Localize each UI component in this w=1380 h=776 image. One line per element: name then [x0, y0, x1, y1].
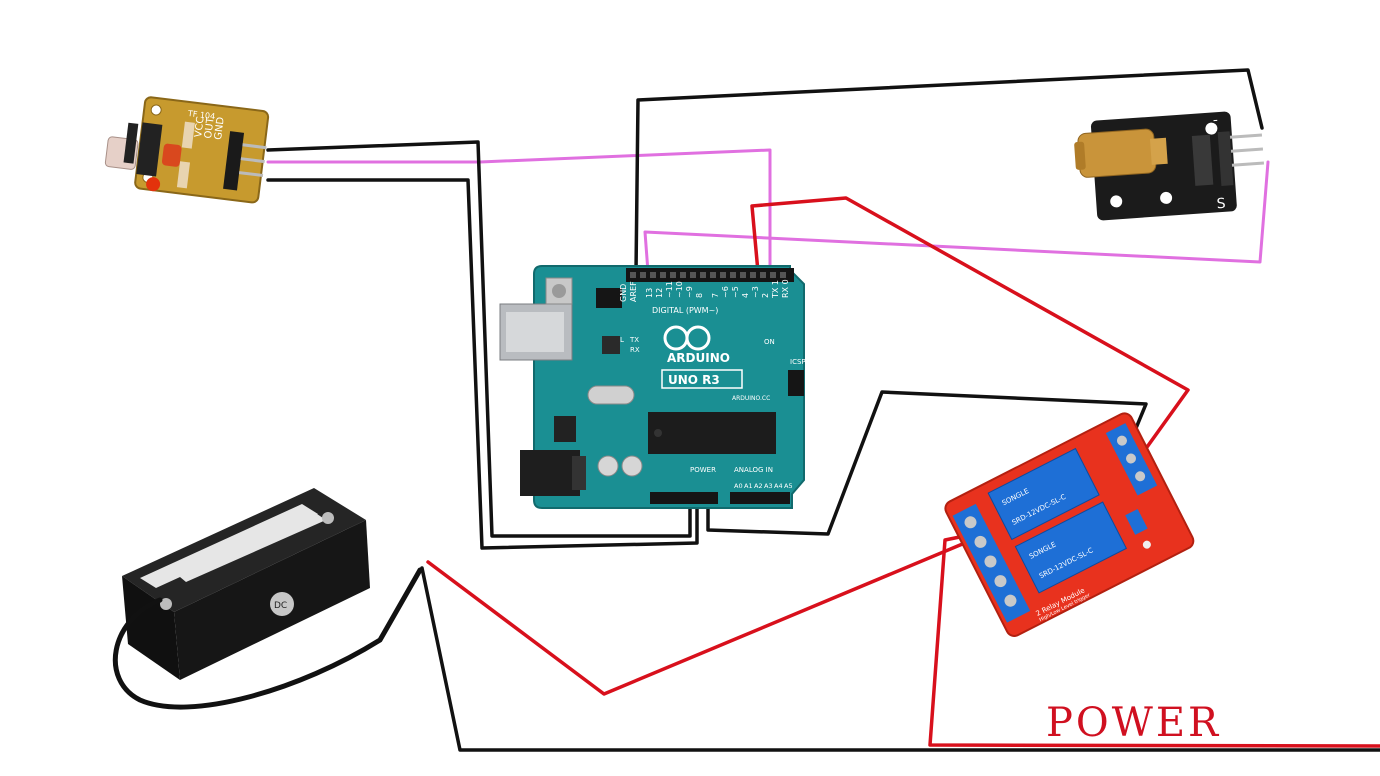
pin-label-7: 7: [711, 293, 720, 298]
pin-label-13: 13: [645, 288, 654, 298]
pin-label-a2: A2: [754, 482, 763, 490]
lock-front: [122, 576, 180, 680]
receiver-code: TF 104: [186, 109, 215, 121]
pin-label-a1: A1: [744, 482, 753, 490]
crystal: [587, 385, 635, 405]
tx-label: TX: [629, 336, 639, 344]
relay-1: [987, 447, 1100, 541]
digital-label: DIGITAL (PWM~): [652, 306, 718, 315]
l-label: L: [620, 336, 624, 344]
pin-label-aref: AREF: [629, 281, 638, 302]
pin-label-10: ~10: [675, 281, 684, 298]
pin-label-8: 8: [695, 293, 704, 298]
pin-label-5: ~5: [731, 286, 740, 298]
lock-logo: [270, 592, 294, 616]
pin-label-a3: A3: [764, 482, 773, 490]
ir-receiver-module: VCC OUT GND TF 104: [104, 96, 270, 204]
pin-label-a5: A5: [784, 482, 793, 490]
wire-red-arduino-relay: [750, 196, 1190, 470]
icsp-label: ICSP: [790, 358, 806, 366]
wire-black-arduino-relay: [706, 390, 1148, 536]
laser-pin-s: S: [1216, 196, 1226, 213]
receiver-pin-gnd: GND: [213, 116, 227, 140]
capacitor: [621, 455, 643, 477]
pin-label-2: 2: [761, 293, 770, 298]
receiver-pin-vcc: VCC: [193, 116, 206, 138]
wire-black-receiver-vcc: [266, 140, 692, 538]
lock-logo-text: DC: [274, 601, 287, 611]
power-header: [650, 492, 718, 504]
dc-jack: [520, 450, 580, 496]
laser-head: [1077, 128, 1157, 178]
pin-label-11: ~11: [665, 281, 674, 298]
pin-label-a4: A4: [774, 482, 783, 490]
electromagnetic-lock: DC: [112, 488, 423, 710]
lock-cable: [112, 567, 423, 710]
relay-2: [1014, 501, 1128, 594]
pin-label-4: 4: [741, 293, 750, 298]
relay-module: SONGLE SRD-12VDC-SL-C SONGLE SRD-12VDC-S…: [944, 412, 1195, 637]
wire-black-lock-power: [420, 566, 1380, 752]
receiver-led: [146, 177, 161, 192]
arduino-site: ARDUINO.CC: [732, 395, 770, 402]
power-label: POWER: [690, 466, 716, 474]
pin-label-tx1: TX 1: [771, 280, 780, 299]
analog-label: ANALOG IN: [734, 466, 773, 474]
pin-label-12: 12: [655, 288, 664, 298]
receiver-pin-out: OUT: [203, 116, 217, 139]
on-label: ON: [764, 338, 775, 346]
analog-header: [730, 492, 790, 504]
capacitor: [597, 455, 619, 477]
wire-pink-laser-signal: [643, 160, 1270, 274]
laser-transmitter-module: S -: [1074, 111, 1265, 221]
pin-label-9: ~9: [685, 286, 694, 298]
pin-label-rx0: RX 0: [781, 279, 790, 298]
wire-black-receiver-gnd: [266, 178, 699, 550]
arduino-model: UNO R3: [668, 373, 720, 387]
pin-label-3: ~3: [751, 286, 760, 298]
pin-label-gnd: GND: [619, 284, 628, 302]
pin-label-a0: A0: [734, 482, 743, 490]
power-label: POWER: [1046, 700, 1222, 746]
laser-pin-minus: -: [1212, 112, 1218, 128]
wires: [266, 68, 1380, 752]
pin-label-6: ~6: [721, 286, 730, 298]
arduino-logo: [663, 325, 711, 351]
arduino-uno: GND AREF 13 12 ~11 ~10 ~9 8 7 ~6 ~5 4 ~3…: [499, 265, 806, 509]
wire-pink-receiver-signal: [266, 148, 772, 274]
rx-label: RX: [630, 346, 640, 354]
atmega-chip: [648, 412, 776, 454]
arduino-brand: ARDUINO: [667, 351, 730, 365]
wire-black-laser-gnd: [634, 68, 1264, 274]
